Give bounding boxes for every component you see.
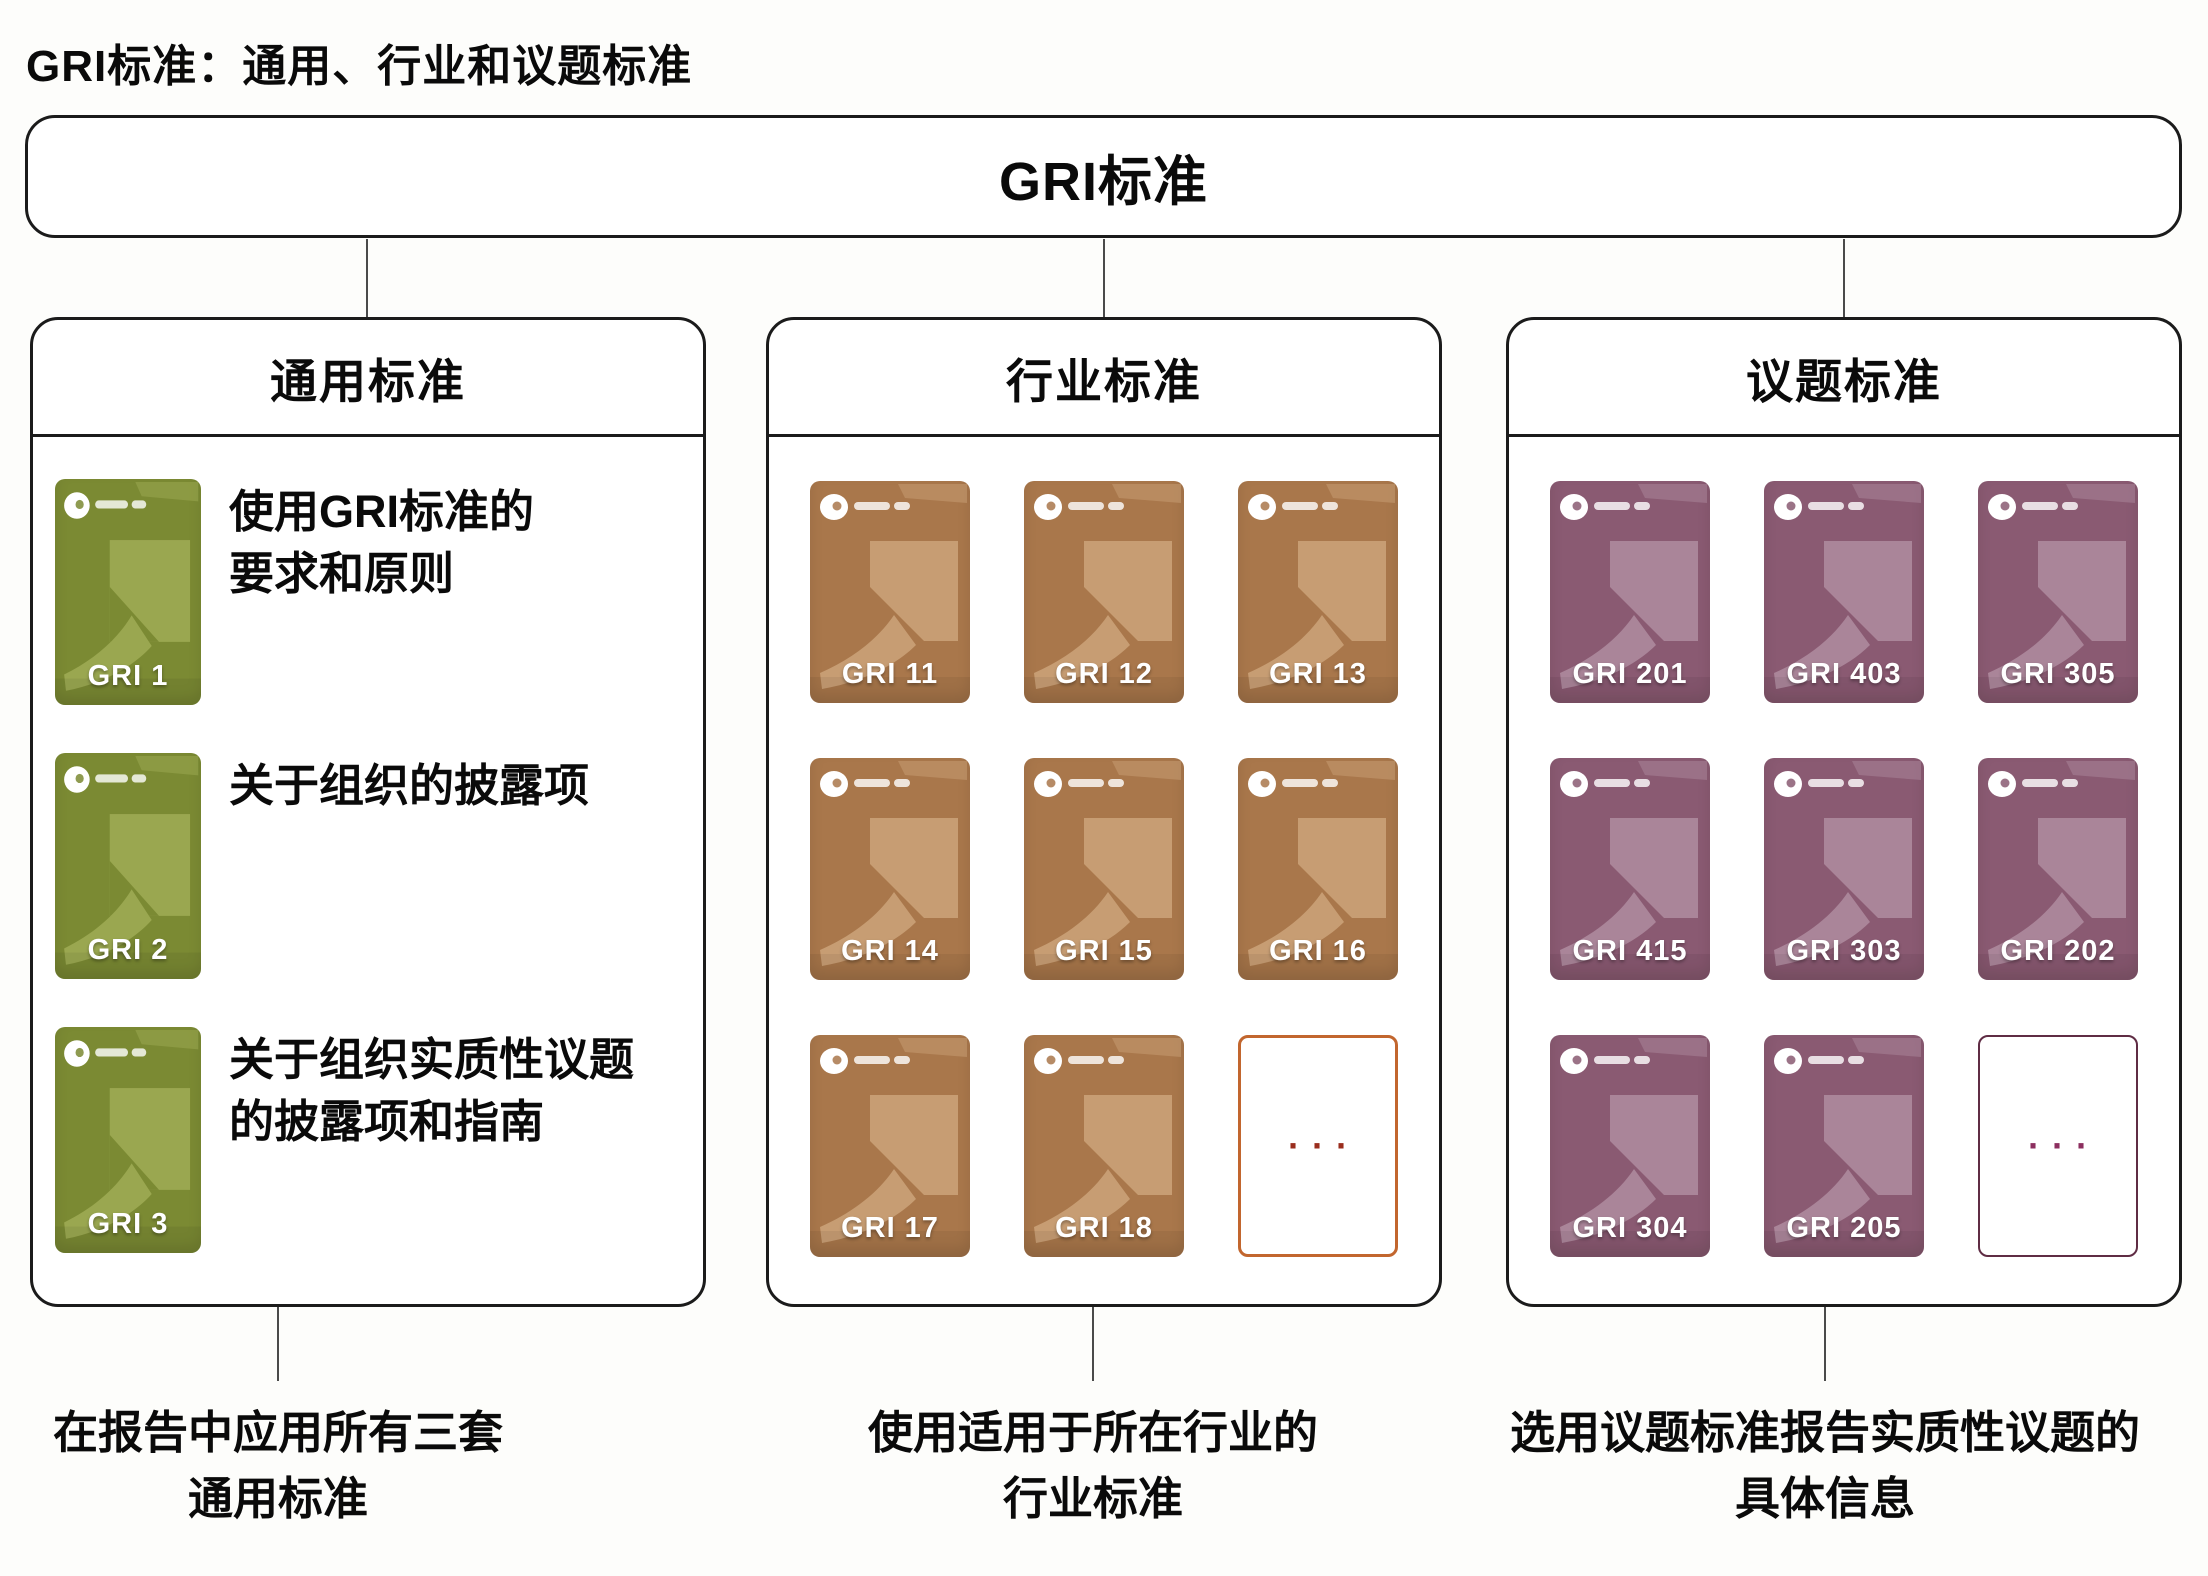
card-gri-1: GRI 1 xyxy=(55,479,201,705)
card-gri-15: GRI 15 xyxy=(1024,758,1184,980)
caption-line: 具体信息 xyxy=(1734,1473,1915,1524)
card-gri-12: GRI 12 xyxy=(1024,481,1184,703)
connector-line xyxy=(1092,1307,1094,1381)
card-label: GRI 17 xyxy=(841,1212,939,1244)
card-label: GRI 18 xyxy=(1055,1212,1153,1244)
card-label: GRI 1 xyxy=(87,660,169,692)
caption-line: 选用议题标准报告实质性议题的 xyxy=(1509,1407,2140,1458)
description-line: 要求和原则 xyxy=(229,548,455,599)
topic-standards-header: 议题标准 xyxy=(1509,320,2179,437)
card-label: GRI 201 xyxy=(1572,658,1688,690)
caption-line: 通用标准 xyxy=(187,1473,368,1524)
card-label: GRI 304 xyxy=(1572,1212,1688,1244)
card-label: GRI 13 xyxy=(1269,658,1367,690)
connector-line xyxy=(1824,1307,1826,1381)
topic-standards-body: GRI 201 GRI 403 GRI 305 GRI 415 GRI 303 … xyxy=(1509,437,2179,1257)
universal-row: GRI 1 使用GRI标准的 要求和原则 xyxy=(55,479,687,705)
root-box-title: GRI标准 xyxy=(998,152,1208,212)
universal-row: GRI 3 关于组织实质性议题 的披露项和指南 xyxy=(55,1027,687,1253)
card-gri-305: GRI 305 xyxy=(1978,481,2138,703)
connector-line xyxy=(277,1307,279,1381)
universal-row-description: 关于组织实质性议题 的披露项和指南 xyxy=(229,1027,634,1153)
universal-standards-body: GRI 1 使用GRI标准的 要求和原则 GRI 2 关于组织的披露项 xyxy=(33,437,703,1253)
card-gri-11: GRI 11 xyxy=(810,481,970,703)
card-label: GRI 15 xyxy=(1055,935,1153,967)
connector-line xyxy=(1843,239,1845,317)
sector-standards-body: GRI 11 GRI 12 GRI 13 GRI 14 GRI 15 GRI 1… xyxy=(769,437,1439,1257)
sector-caption: 使用适用于所在行业的 行业标准 xyxy=(763,1400,1423,1532)
card-gri-202: GRI 202 xyxy=(1978,758,2138,980)
connector-line xyxy=(366,239,368,317)
root-box: GRI标准 xyxy=(25,115,2182,238)
card-label: GRI 403 xyxy=(1786,658,1902,690)
card-gri-415: GRI 415 xyxy=(1550,758,1710,980)
universal-row: GRI 2 关于组织的披露项 xyxy=(55,753,687,979)
card-label: GRI 202 xyxy=(2000,935,2116,967)
card-label: GRI 14 xyxy=(841,935,939,967)
card-label: GRI 16 xyxy=(1269,935,1367,967)
card-label: GRI 303 xyxy=(1786,935,1902,967)
card-gri-303: GRI 303 xyxy=(1764,758,1924,980)
sector-standards-box: 行业标准 GRI 11 GRI 12 GRI 13 GRI 14 GRI 15 xyxy=(766,317,1442,1307)
ellipsis-dots: ··· xyxy=(2028,1125,2100,1166)
card-gri-18: GRI 18 xyxy=(1024,1035,1184,1257)
card-gri-2: GRI 2 xyxy=(55,753,201,979)
card-gri-14: GRI 14 xyxy=(810,758,970,980)
card-gri-205: GRI 205 xyxy=(1764,1035,1924,1257)
card-gri-304: GRI 304 xyxy=(1550,1035,1710,1257)
card-label: GRI 12 xyxy=(1055,658,1153,690)
topic-standards-box: 议题标准 GRI 201 GRI 403 GRI 305 GRI 415 GRI… xyxy=(1506,317,2182,1307)
connector-line xyxy=(1103,239,1105,317)
card-gri-13: GRI 13 xyxy=(1238,481,1398,703)
card-gri-403: GRI 403 xyxy=(1764,481,1924,703)
card-label: GRI 305 xyxy=(2000,658,2116,690)
universal-standards-box: 通用标准 GRI 1 使用GRI标准的 要求和原则 GRI 2 xyxy=(30,317,706,1307)
topic-standards-title: 议题标准 xyxy=(1746,354,1942,408)
caption-line: 行业标准 xyxy=(1002,1473,1183,1524)
sector-standards-title: 行业标准 xyxy=(1006,354,1202,408)
card-label: GRI 205 xyxy=(1786,1212,1902,1244)
card-label: GRI 3 xyxy=(87,1208,169,1240)
universal-standards-title: 通用标准 xyxy=(270,354,466,408)
ellipsis-dots: ··· xyxy=(1288,1125,1360,1166)
description-line: 的披露项和指南 xyxy=(229,1096,545,1147)
card-label: GRI 11 xyxy=(841,658,939,690)
more-sector-standards-card: ··· xyxy=(1238,1035,1398,1257)
card-label: GRI 415 xyxy=(1572,935,1688,967)
description-line: 使用GRI标准的 xyxy=(229,486,535,537)
universal-standards-header: 通用标准 xyxy=(33,320,703,437)
description-line: 关于组织实质性议题 xyxy=(229,1034,635,1085)
more-topic-standards-card: ··· xyxy=(1978,1035,2138,1257)
universal-caption: 在报告中应用所有三套 通用标准 xyxy=(4,1400,552,1532)
card-gri-3: GRI 3 xyxy=(55,1027,201,1253)
caption-line: 使用适用于所在行业的 xyxy=(867,1407,1318,1458)
card-label: GRI 2 xyxy=(87,934,169,966)
sector-standards-header: 行业标准 xyxy=(769,320,1439,437)
card-gri-16: GRI 16 xyxy=(1238,758,1398,980)
universal-row-description: 关于组织的披露项 xyxy=(229,753,589,817)
description-line: 关于组织的披露项 xyxy=(229,760,590,811)
caption-line: 在报告中应用所有三套 xyxy=(52,1407,503,1458)
topic-caption: 选用议题标准报告实质性议题的 具体信息 xyxy=(1440,1400,2208,1532)
card-gri-201: GRI 201 xyxy=(1550,481,1710,703)
card-gri-17: GRI 17 xyxy=(810,1035,970,1257)
universal-row-description: 使用GRI标准的 要求和原则 xyxy=(229,479,534,605)
page-title: GRI标准：通用、行业和议题标准 xyxy=(26,42,693,91)
